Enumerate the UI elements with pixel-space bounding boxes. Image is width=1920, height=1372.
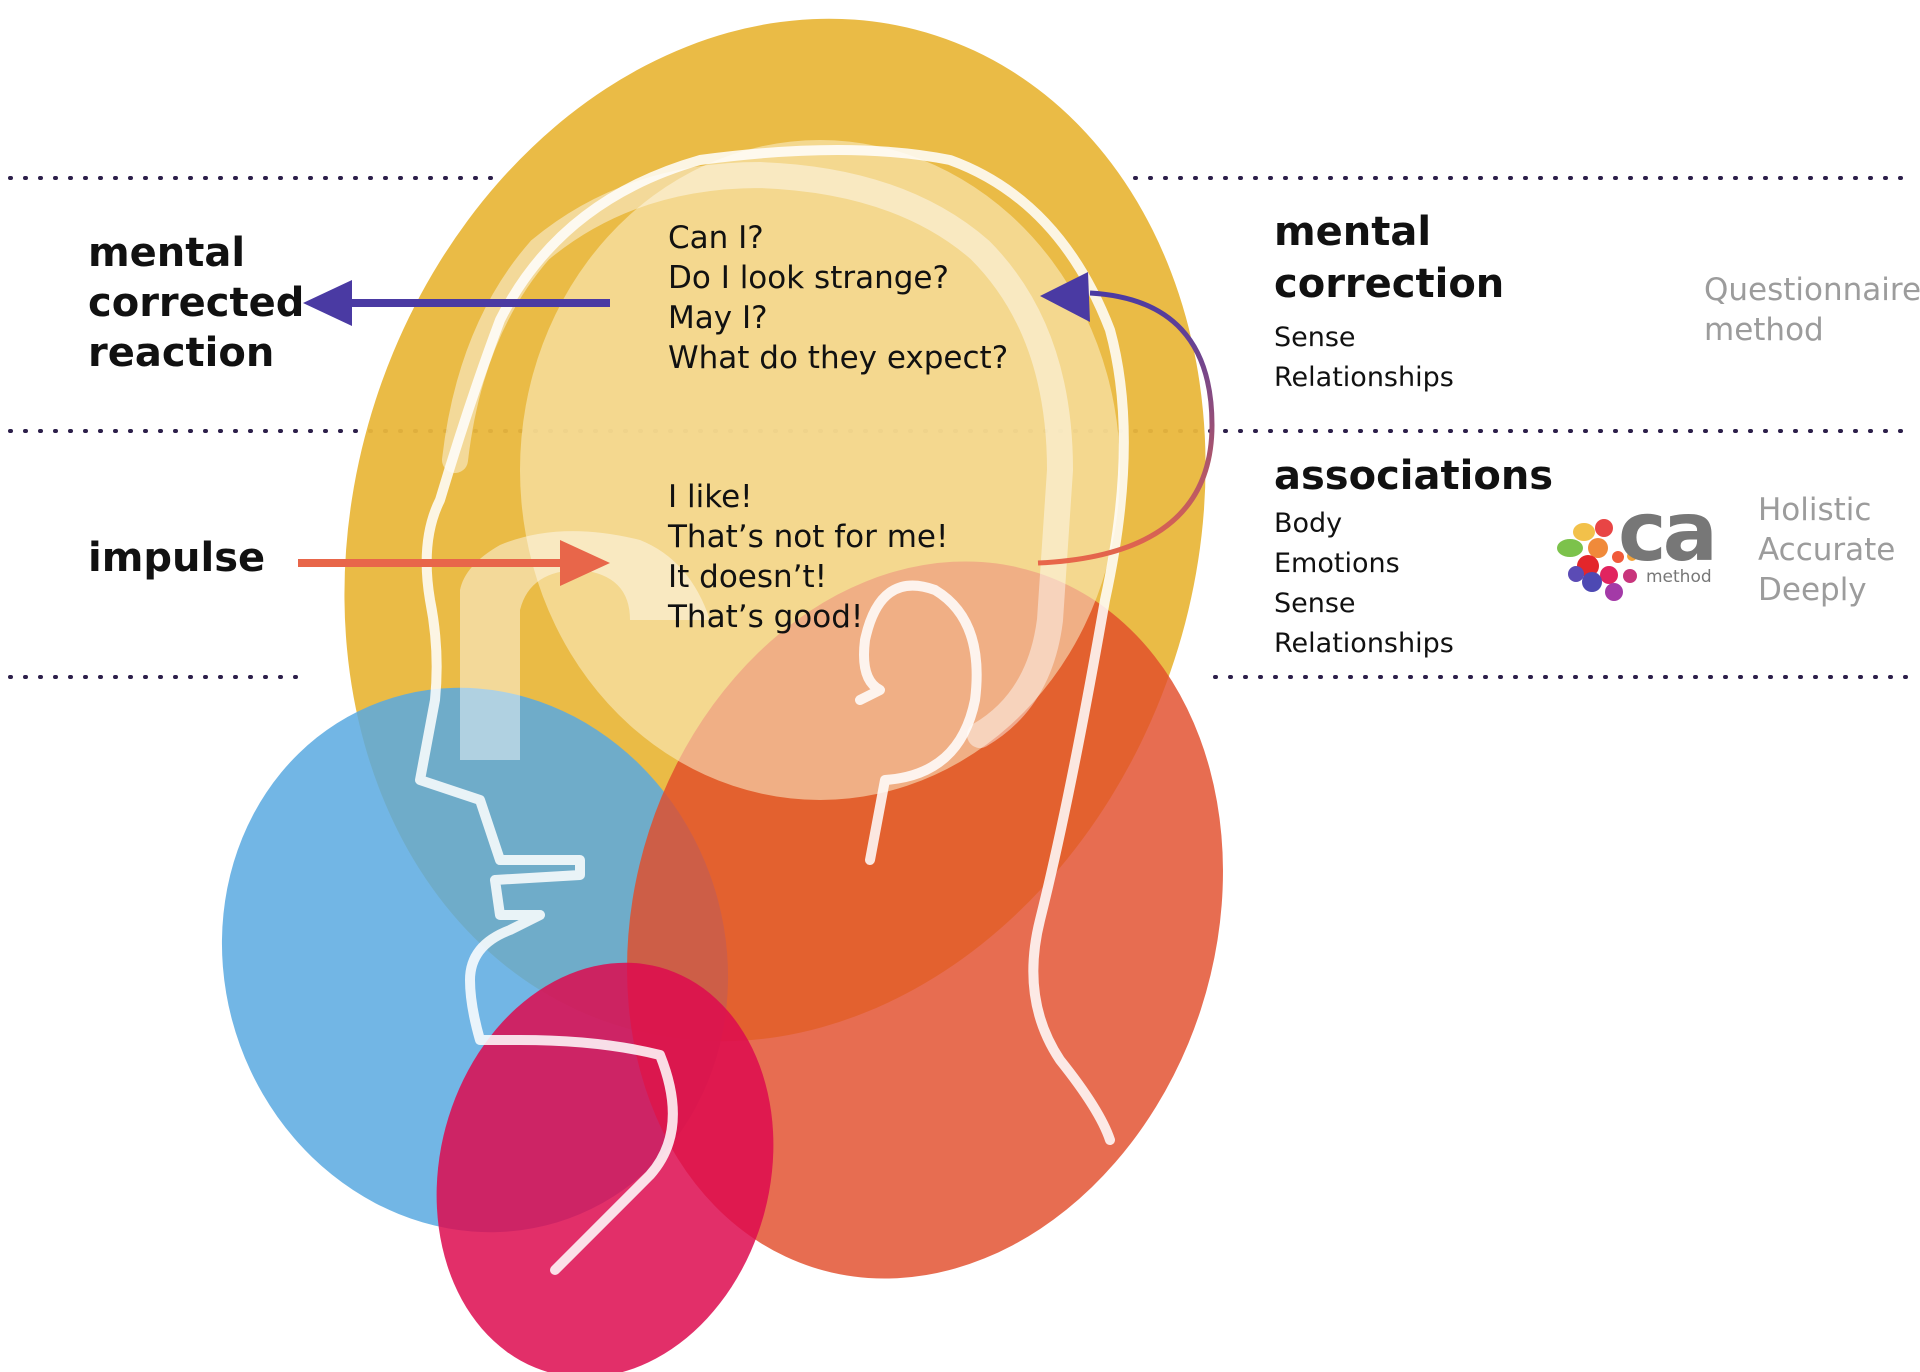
correction-curve-arrowhead bbox=[1040, 272, 1090, 322]
holistic-line-2: Accurate bbox=[1758, 532, 1896, 568]
correction-item-sense: Sense bbox=[1274, 322, 1356, 353]
questionnaire-line-1: Questionnaire bbox=[1704, 272, 1920, 308]
associations-label: associations bbox=[1274, 453, 1554, 499]
correction-line-2: correction bbox=[1274, 261, 1505, 307]
upper-thought-2: Do I look strange? bbox=[668, 260, 949, 296]
head-outline bbox=[415, 145, 1129, 1275]
impulse-label: impulse bbox=[88, 535, 266, 581]
associations-items: Body Emotions Sense Relationships bbox=[1274, 504, 1454, 664]
holistic-line-1: Holistic bbox=[1758, 492, 1872, 528]
impulse-arrowhead bbox=[560, 540, 610, 586]
lower-thought-4: That’s good! bbox=[668, 599, 864, 635]
associations-item-sense: Sense bbox=[1274, 588, 1356, 619]
associations-item-emotions: Emotions bbox=[1274, 548, 1400, 579]
ca-logo-bubbles bbox=[1557, 519, 1637, 601]
reaction-line-3: reaction bbox=[88, 330, 275, 376]
upper-thoughts: Can I? Do I look strange? May I? What do… bbox=[668, 218, 1008, 378]
correction-items: Sense Relationships bbox=[1274, 318, 1454, 398]
correction-item-relationships: Relationships bbox=[1274, 362, 1454, 393]
associations-item-relationships: Relationships bbox=[1274, 628, 1454, 659]
upper-thought-3: May I? bbox=[668, 300, 768, 336]
mental-correction-label: mental correction bbox=[1274, 206, 1504, 310]
reaction-line-1: mental bbox=[88, 230, 246, 276]
questionnaire-method-label: Questionnaire method bbox=[1704, 270, 1920, 350]
lower-thought-2: That’s not for me! bbox=[668, 519, 949, 555]
nose-shape bbox=[460, 531, 710, 760]
magenta-ellipse bbox=[436, 962, 774, 1372]
associations-item-body: Body bbox=[1274, 508, 1343, 539]
upper-thought-1: Can I? bbox=[668, 220, 764, 256]
lower-thoughts: I like! That’s not for me! It doesn’t! T… bbox=[668, 477, 948, 637]
questionnaire-line-2: method bbox=[1704, 312, 1824, 348]
upper-thought-4: What do they expect? bbox=[668, 340, 1009, 376]
ca-logo-text: ca bbox=[1618, 485, 1718, 580]
reaction-line-2: corrected bbox=[88, 280, 305, 326]
brain-contour bbox=[442, 161, 1074, 748]
lower-thought-1: I like! bbox=[668, 479, 753, 515]
corrected-reaction-arrowhead bbox=[303, 280, 352, 326]
ca-logo-subtext: method bbox=[1646, 567, 1712, 587]
correction-curve-arrow bbox=[1037, 290, 1215, 566]
holistic-accurate-deeply-label: Holistic Accurate Deeply bbox=[1758, 490, 1895, 610]
holistic-line-3: Deeply bbox=[1758, 572, 1867, 608]
lower-thought-3: It doesn’t! bbox=[668, 559, 828, 595]
ear-outline bbox=[855, 580, 982, 865]
correction-line-1: mental bbox=[1274, 209, 1432, 255]
mental-corrected-reaction-label: mental corrected reaction bbox=[88, 228, 304, 378]
